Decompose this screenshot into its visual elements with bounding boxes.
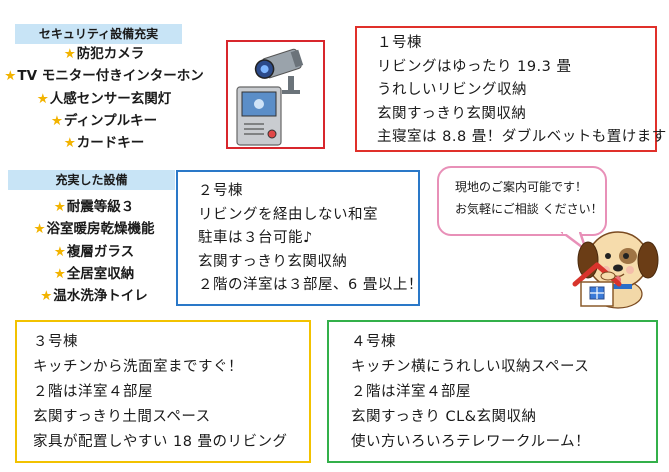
building-4-line: 使い方いろいろテレワークルーム！ <box>351 434 591 450</box>
star-icon: ★ <box>53 243 66 260</box>
equipment-item: ★温水洗浄トイレ <box>40 288 148 305</box>
building-1-title: １号棟 <box>377 35 422 51</box>
building-4-box: ４号棟 キッチン横にうれしい収納スペース ２階は洋室４部屋 玄関すっきり CL&… <box>327 320 658 463</box>
bubble-line: お気軽にご相談 ください！ <box>455 202 603 216</box>
star-icon: ★ <box>53 199 66 215</box>
star-icon: ★ <box>63 46 76 62</box>
equipment-list: ★耐震等級３ ★浴室暖房乾燥機能 ★複層ガラス ★全居室収納 ★温水洗浄トイレ <box>0 196 188 307</box>
security-item: ★人感センサー玄関灯 <box>36 90 172 107</box>
security-item: ★TV モニター付きインターホン <box>4 68 204 85</box>
bubble-line: 現地のご案内可能です！ <box>455 180 588 194</box>
equipment-item: ★全居室収納 <box>53 265 135 282</box>
security-item: ★防犯カメラ <box>63 46 145 62</box>
building-4-title: ４号棟 <box>351 334 396 350</box>
star-icon: ★ <box>50 112 63 129</box>
star-icon: ★ <box>40 288 53 305</box>
building-2-line: リビングを経由しない和室 <box>198 206 378 223</box>
building-2-line: 玄関すっきり玄関収納 <box>198 253 348 270</box>
building-1-line: 玄関すっきり玄関収納 <box>377 105 527 122</box>
security-camera-icon <box>254 48 304 94</box>
security-tag: セキュリティ設備充実 <box>15 24 182 44</box>
building-1-line: リビングはゆったり 19.3 畳 <box>377 58 572 75</box>
equipment-item: ★耐震等級３ <box>53 199 135 215</box>
house-icon <box>572 262 622 307</box>
building-4-line: 玄関すっきり CL&玄関収納 <box>351 409 537 425</box>
building-2-line: ２階の洋室は３部屋、6 畳以上！ <box>198 277 423 293</box>
building-4-line: キッチン横にうれしい収納スペース <box>351 359 590 375</box>
building-3-line: キッチンから洗面室まですぐ！ <box>33 359 243 375</box>
building-1-box: １号棟 リビングはゆったり 19.3 畳 うれしいリビング収納 玄関すっきり玄関… <box>355 26 667 152</box>
building-2-title: ２号棟 <box>198 183 243 199</box>
speech-bubble-tail <box>560 232 588 252</box>
star-icon: ★ <box>36 90 49 107</box>
star-icon: ★ <box>63 135 76 152</box>
building-2-line: 駐車は３台可能♪ <box>198 230 313 246</box>
security-item: ★カードキー <box>63 135 145 152</box>
building-4-line: ２階は洋室４部屋 <box>351 384 471 400</box>
building-3-line: ２階は洋室４部屋 <box>33 384 153 400</box>
equipment-tag: 充実した設備 <box>8 170 175 190</box>
building-1-line: うれしいリビング収納 <box>377 82 527 98</box>
building-3-line: 家具が配置しやすい 18 畳のリビング <box>33 434 288 450</box>
building-1-line: 主寝室は 8.8 畳！ダブルベットも置けます <box>377 129 667 145</box>
equipment-item: ★浴室暖房乾燥機能 <box>33 221 155 238</box>
building-3-box: ３号棟 キッチンから洗面室まですぐ！ ２階は洋室４部屋 玄関すっきり土間スペース… <box>15 320 311 463</box>
star-icon: ★ <box>4 68 17 85</box>
security-item: ★ディンプルキー <box>50 112 158 129</box>
building-2-box: ２号棟 リビングを経由しない和室 駐車は３台可能♪ 玄関すっきり玄関収納 ２階の… <box>176 170 423 306</box>
equipment-item: ★複層ガラス <box>53 243 135 260</box>
intercom-icon <box>236 86 282 146</box>
building-3-line: 玄関すっきり土間スペース <box>33 409 211 425</box>
security-illustration <box>226 40 325 149</box>
speech-bubble: 現地のご案内可能です！ お気軽にご相談 ください！ <box>437 166 607 236</box>
star-icon: ★ <box>33 221 46 238</box>
star-icon: ★ <box>53 265 66 282</box>
building-3-title: ３号棟 <box>33 334 78 350</box>
security-list: ★防犯カメラ ★TV モニター付きインターホン ★人感センサー玄関灯 ★ディンプ… <box>0 43 208 154</box>
